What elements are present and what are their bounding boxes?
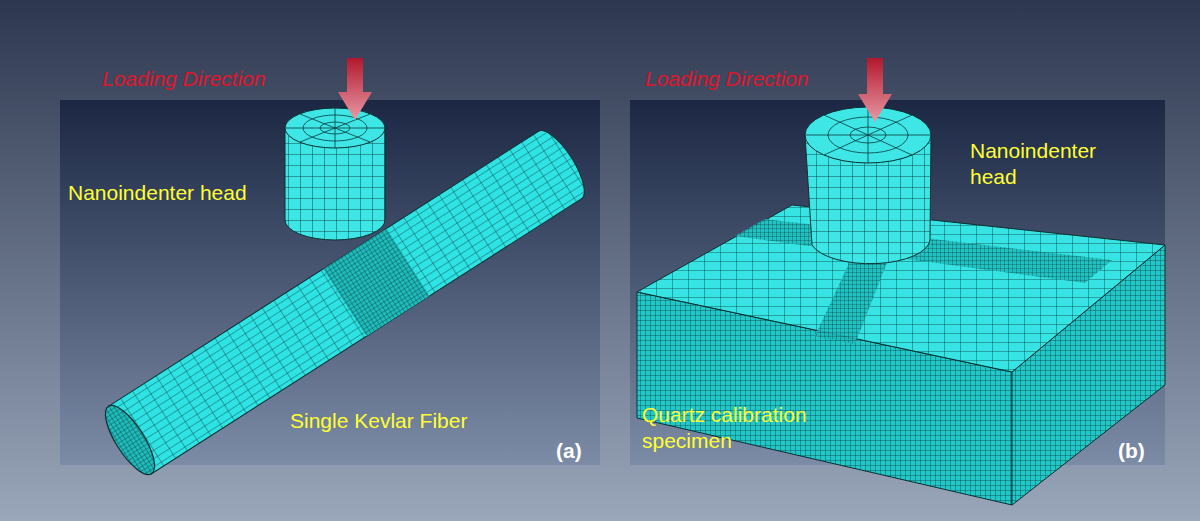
part-label: Nanoindenter head [970, 138, 1115, 191]
part-label: Single Kevlar Fiber [290, 408, 467, 434]
panel-label: (b) [1118, 438, 1145, 464]
part-label: Nanoindenter head [68, 180, 247, 206]
panel-label: (a) [556, 438, 582, 464]
part-label: Quartz calibration specimen [642, 402, 847, 455]
load-label: Loading Direction [102, 66, 265, 92]
load-label: Loading Direction [645, 66, 808, 92]
